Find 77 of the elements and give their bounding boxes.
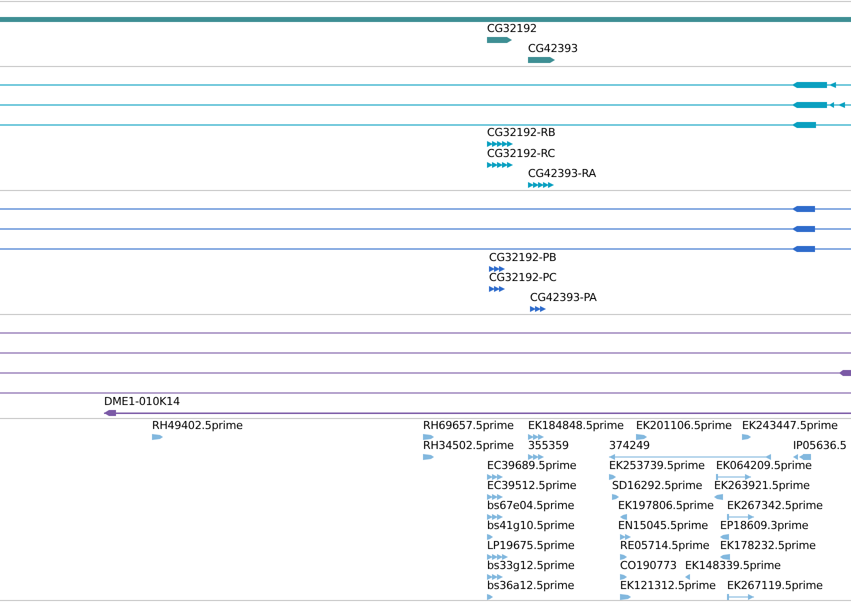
gene-feature <box>720 519 808 540</box>
gene-feature <box>793 439 847 460</box>
gene-feature <box>487 147 555 168</box>
feature-label: CG32192 <box>487 22 537 35</box>
feature-label: bs36a12.5prime <box>487 579 574 592</box>
feature-label: CG32192-RC <box>487 147 555 160</box>
gene-feature <box>423 439 514 460</box>
feature-label: EP18609.3prime <box>720 519 808 532</box>
feature-label: EN15045.5prime <box>618 519 708 532</box>
gene-feature <box>620 579 716 600</box>
gene-feature <box>528 419 624 440</box>
gene-feature <box>487 579 574 600</box>
feature-label: bs41g10.5prime <box>487 519 574 532</box>
feature-label: EK148339.5prime <box>685 559 781 572</box>
gene-feature <box>636 419 732 440</box>
feature-label: RH34502.5prime <box>423 439 514 452</box>
feature-label: CG32192-PC <box>489 271 556 284</box>
feature-label: SD16292.5prime <box>612 479 702 492</box>
gene-feature <box>609 459 705 480</box>
gene-feature <box>618 519 708 540</box>
feature-label: RH49402.5prime <box>152 419 243 432</box>
feature-label: IP05636.5 <box>793 439 847 452</box>
gene-feature <box>528 42 578 63</box>
feature-label: 355359 <box>528 439 569 452</box>
gene-feature <box>618 499 714 520</box>
feature-label: EC39689.5prime <box>487 459 576 472</box>
gene-feature <box>487 459 576 480</box>
feature-label: bs33g12.5prime <box>487 559 574 572</box>
gene-feature <box>528 439 569 460</box>
feature-label: RH69657.5prime <box>423 419 514 432</box>
feature-label: 374249 <box>609 439 651 452</box>
gene-feature <box>727 579 823 600</box>
feature-label: EK197806.5prime <box>618 499 714 512</box>
gene-feature <box>487 479 576 500</box>
feature-label: CG32192-RB <box>487 126 556 139</box>
feature-label: EK243447.5prime <box>742 419 838 432</box>
feature-label: EK201106.5prime <box>636 419 732 432</box>
feature-label: CO190773 <box>620 559 677 572</box>
gene-feature <box>612 479 702 500</box>
gene-feature <box>487 126 556 147</box>
gene-feature <box>487 499 574 520</box>
gene-feature <box>489 271 556 292</box>
feature-label: CG32192-PB <box>489 251 556 264</box>
feature-label: EK263921.5prime <box>714 479 810 492</box>
gene-feature <box>530 291 597 312</box>
gene-feature <box>609 439 771 460</box>
feature-label: EK178232.5prime <box>720 539 816 552</box>
feature-label: EK064209.5prime <box>716 459 812 472</box>
gene-feature <box>716 459 812 480</box>
gene-feature <box>423 419 514 440</box>
feature-label: EK267342.5prime <box>727 499 823 512</box>
feature-label: CG42393-PA <box>530 291 597 304</box>
gene-feature <box>620 559 677 580</box>
gene-feature <box>727 499 823 520</box>
gene-feature <box>152 419 243 440</box>
feature-label: LP19675.5prime <box>487 539 574 552</box>
gene-feature <box>620 539 710 560</box>
feature-label: CG42393-RA <box>528 167 596 180</box>
feature-label: CG42393 <box>528 42 578 55</box>
feature-label: EC39512.5prime <box>487 479 576 492</box>
gene-feature <box>742 419 838 440</box>
feature-label: DME1-010K14 <box>104 395 181 408</box>
gene-feature <box>528 167 596 188</box>
feature-label: EK121312.5prime <box>620 579 716 592</box>
feature-label: EK184848.5prime <box>528 419 624 432</box>
gene-feature <box>487 539 574 560</box>
gene-feature <box>487 559 574 580</box>
gene-feature <box>720 539 816 560</box>
feature-label: RE05714.5prime <box>620 539 710 552</box>
feature-label: EK253739.5prime <box>609 459 705 472</box>
feature-label: bs67e04.5prime <box>487 499 574 512</box>
gene-feature <box>714 479 810 500</box>
gene-feature <box>685 559 781 580</box>
gene-feature <box>104 395 851 416</box>
gene-feature <box>487 519 574 540</box>
gene-feature <box>489 251 556 272</box>
feature-label: EK267119.5prime <box>727 579 823 592</box>
